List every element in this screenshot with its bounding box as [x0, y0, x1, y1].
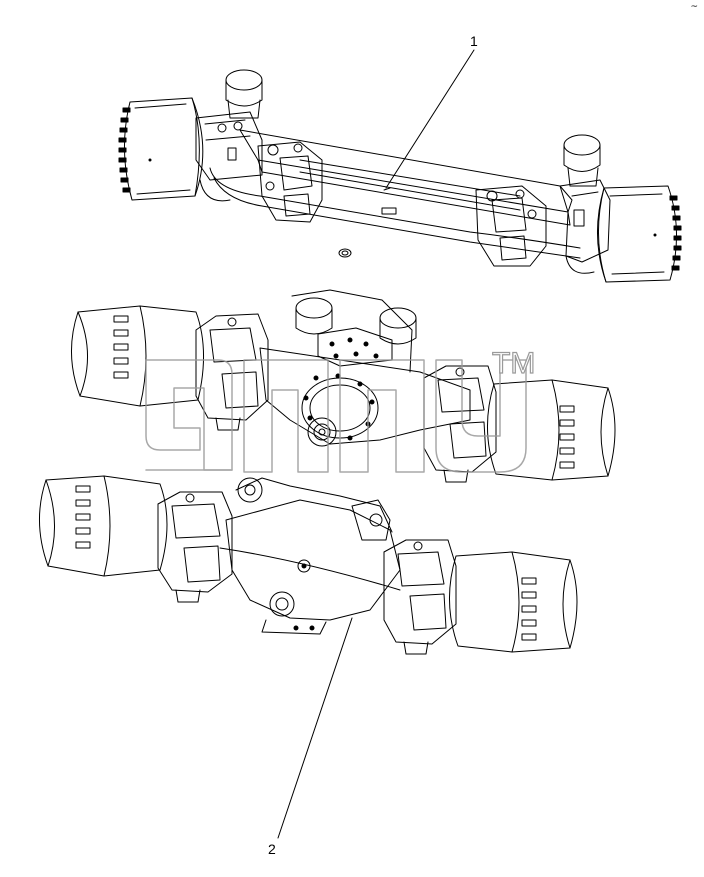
rear-axle-right-hub [449, 552, 577, 652]
callout-1-label: 1 [470, 33, 478, 49]
rear-axle-right-bracket [384, 540, 456, 654]
front-axle-left-hub [119, 98, 203, 200]
middle-axle-housing [260, 290, 470, 446]
front-axle-left-air-chamber [226, 70, 262, 118]
front-axle-assembly [119, 70, 681, 282]
rear-axle-left-hub [39, 476, 167, 576]
middle-axle-right-bracket [424, 366, 496, 482]
middle-drive-axle-assembly [71, 290, 615, 482]
middle-axle-left-hub [71, 306, 203, 406]
front-axle-left-knuckle [196, 112, 262, 201]
front-axle-beam [210, 130, 580, 258]
middle-axle-right-hub [487, 380, 615, 480]
rear-drive-axle-assembly [39, 476, 577, 654]
callout-1-leader [386, 50, 474, 188]
front-axle-right-air-chamber [564, 135, 600, 186]
front-axle-right-knuckle [560, 180, 610, 273]
corner-mark: ~ [690, 2, 698, 12]
front-axle-right-spring-pad [476, 186, 546, 266]
callout-2-label: 2 [268, 841, 276, 857]
rear-axle-left-bracket [158, 492, 232, 602]
front-axle-left-spring-pad [258, 142, 322, 222]
rear-axle-housing [220, 478, 400, 634]
watermark-logo [146, 360, 526, 472]
callout-2-leader [278, 618, 352, 838]
front-axle-right-hub [597, 186, 681, 282]
watermark-trademark: TM [491, 346, 536, 380]
